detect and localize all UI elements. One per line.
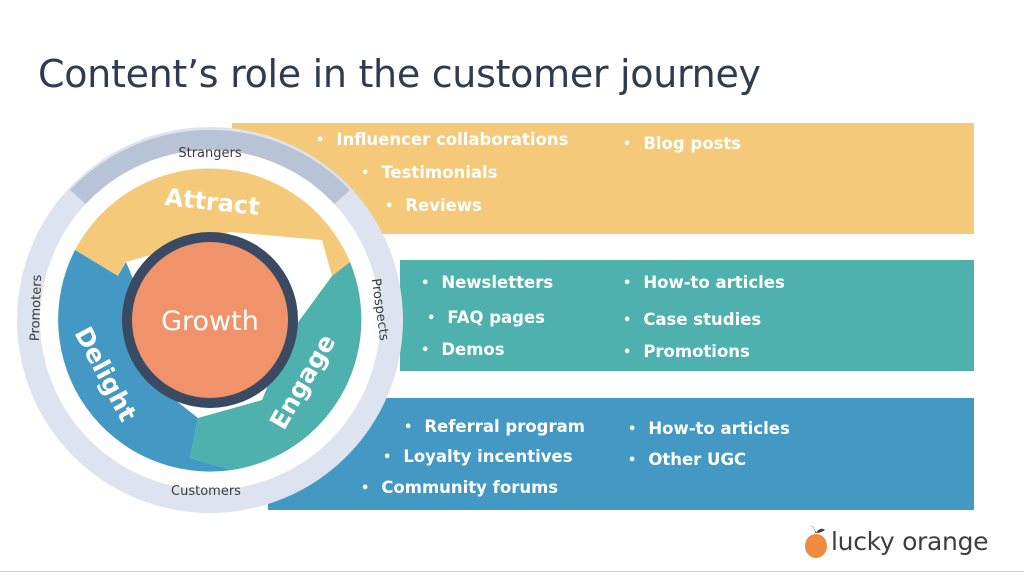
delight-item: Community forums — [361, 478, 558, 497]
bottom-divider — [0, 571, 1024, 572]
delight-segment — [58, 250, 233, 472]
brand-logo-text: lucky orange — [831, 527, 989, 556]
orange-fruit-icon — [805, 525, 827, 558]
engage-item: Case studies — [623, 310, 761, 329]
delight-label: Delight — [69, 322, 143, 426]
attract-item: Blog posts — [623, 134, 741, 153]
growth-label: Growth — [161, 306, 259, 337]
slide-title: Content’s role in the customer journey — [38, 52, 761, 96]
customers-label: Customers — [171, 484, 241, 499]
attract-item: Reviews — [385, 196, 482, 215]
delight-item: Loyalty incentives — [383, 447, 572, 466]
growth-center — [132, 242, 288, 398]
prospects-label: Prospects — [368, 277, 392, 341]
engage-item: Demos — [421, 340, 504, 359]
delight-item: How-to articles — [628, 419, 789, 438]
attract-item: Testimonials — [361, 163, 497, 182]
delight-item: Other UGC — [628, 450, 746, 469]
engage-item: FAQ pages — [427, 308, 545, 327]
attract-item: Influencer collaborations — [316, 130, 568, 149]
promoters-label: Promoters — [28, 274, 45, 341]
engage-item: How-to articles — [623, 273, 784, 292]
delight-item: Referral program — [404, 417, 585, 436]
hub-ring — [122, 232, 298, 408]
engage-item: Newsletters — [421, 273, 553, 292]
engage-item: Promotions — [623, 342, 750, 361]
